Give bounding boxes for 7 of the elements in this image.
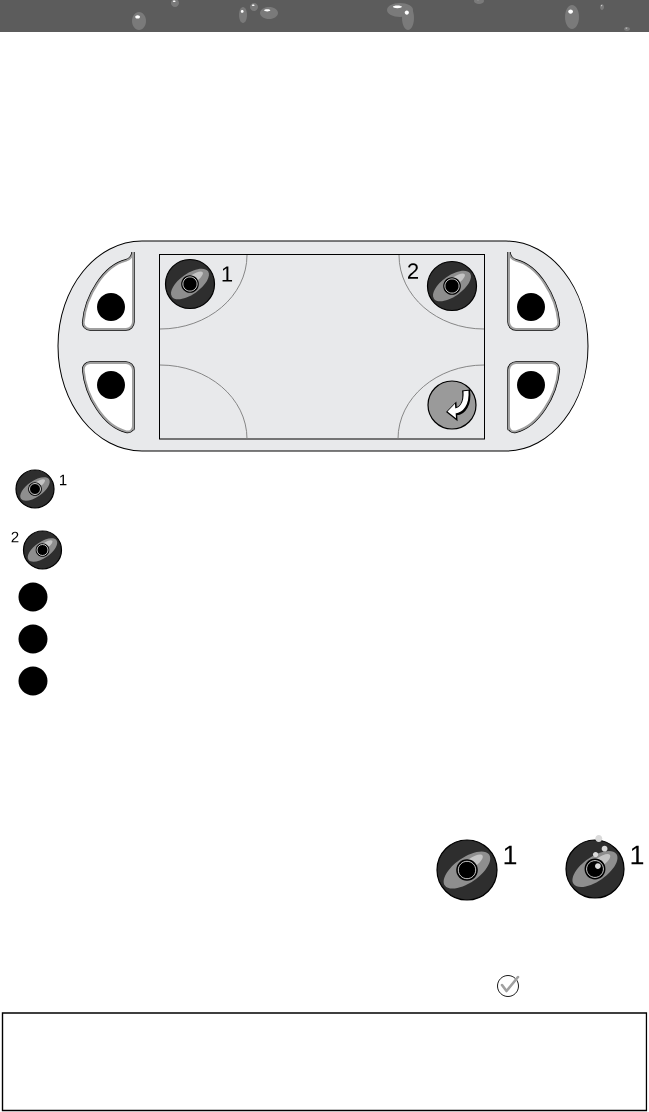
callout-number: 1 <box>59 474 67 486</box>
callout-number: 1 <box>504 845 517 865</box>
note-box <box>1 1012 648 1112</box>
callout-number: 2 <box>408 263 418 279</box>
callout-number: 1 <box>222 266 233 282</box>
callout-number: 2 <box>11 531 19 543</box>
callout-number: 1 <box>631 845 644 865</box>
